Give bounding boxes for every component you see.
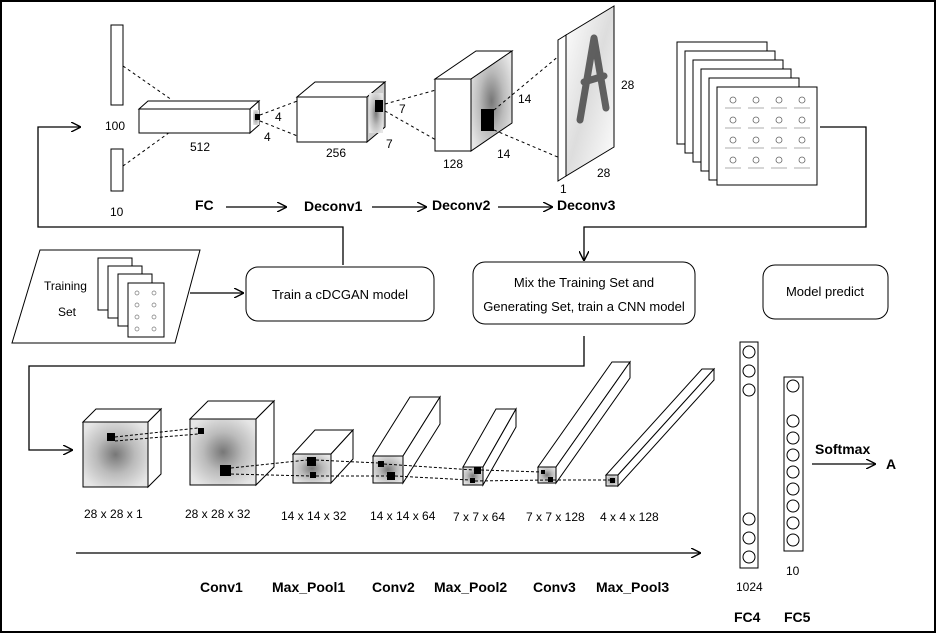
fc5-label: FC5	[784, 609, 811, 625]
stage-deconv2: Deconv2	[432, 197, 491, 213]
noise-dim-label: 100	[105, 119, 125, 133]
deconv2-block	[434, 78, 472, 152]
cond-dim-label: 10	[110, 205, 124, 219]
mix-line2: Generating Set, train a CNN model	[483, 299, 685, 314]
noise-vector	[110, 24, 124, 106]
d2-size2-label: 14	[497, 147, 511, 161]
gan-generator: 100 10 512 4 4 256 7 7 128 14 14	[105, 5, 635, 219]
model-predict-box: Model predict	[762, 264, 889, 320]
size-input: 28 x 28 x 1	[84, 507, 143, 521]
output-label: A	[886, 456, 896, 472]
d2-size-label: 14	[518, 92, 532, 106]
model-predict-label: Model predict	[786, 284, 864, 299]
fc5-units: 10	[786, 564, 800, 578]
d3-size-label: 28	[621, 78, 635, 92]
layer-conv3: Conv3	[533, 579, 576, 595]
size-maxpool1: 14 x 14 x 32	[281, 509, 347, 523]
generated-set-sheets	[676, 41, 818, 186]
train-cdcgan-label: Train a cDCGAN model	[272, 287, 408, 302]
size-conv3: 7 x 7 x 128	[526, 510, 585, 524]
fc-map2-label: 4	[264, 130, 271, 144]
size-conv1: 28 x 28 x 32	[185, 507, 251, 521]
fc4-units: 1024	[736, 580, 763, 594]
generated-digit-image	[565, 5, 615, 177]
fc5-nodes	[786, 379, 800, 547]
size-maxpool3: 4 x 4 x 128	[600, 510, 659, 524]
size-maxpool2: 7 x 7 x 64	[453, 510, 505, 524]
cnn-section: 28 x 28 x 1 28 x 28 x 32 14 x 14 x 32 14…	[76, 341, 896, 625]
d1-size-label: 7	[399, 102, 406, 116]
d1-ch-label: 256	[326, 146, 346, 160]
digit-strokes	[576, 34, 610, 124]
fc-map-label: 4	[275, 110, 282, 124]
training-set-line1: Training	[44, 279, 87, 293]
condition-vector	[110, 148, 124, 192]
softmax-label: Softmax	[815, 441, 870, 457]
deconv1-block	[296, 96, 368, 143]
fc4-column	[739, 341, 759, 569]
train-cdcgan-box: Train a cDCGAN model	[245, 266, 435, 322]
stage-deconv3: Deconv3	[557, 197, 616, 213]
mix-train-cnn-box: Mix the Training Set and Generating Set,…	[472, 261, 696, 325]
layer-maxpool1: Max_Pool1	[272, 579, 345, 595]
d1-size2-label: 7	[386, 137, 393, 151]
stage-fc: FC	[195, 197, 214, 213]
training-sheets	[97, 257, 165, 338]
layer-conv2: Conv2	[372, 579, 415, 595]
size-conv2: 14 x 14 x 64	[370, 509, 436, 523]
layer-maxpool2: Max_Pool2	[434, 579, 507, 595]
training-set-line2: Set	[58, 305, 77, 319]
layer-conv1: Conv1	[200, 579, 243, 595]
d3-ch-label: 1	[560, 182, 567, 196]
stage-deconv1: Deconv1	[304, 198, 363, 214]
fc-units-label: 512	[190, 140, 210, 154]
flow-section: Training Set Train a cDCGAN model Mix th…	[11, 127, 889, 450]
cnn-input	[82, 421, 149, 488]
fc-block	[138, 108, 251, 134]
fc4-label: FC4	[734, 609, 761, 625]
mix-line1: Mix the Training Set and	[514, 275, 654, 290]
d2-ch-label: 128	[443, 157, 463, 171]
layer-maxpool3: Max_Pool3	[596, 579, 669, 595]
d3-size2-label: 28	[597, 166, 611, 180]
fc4-nodes	[742, 345, 756, 564]
